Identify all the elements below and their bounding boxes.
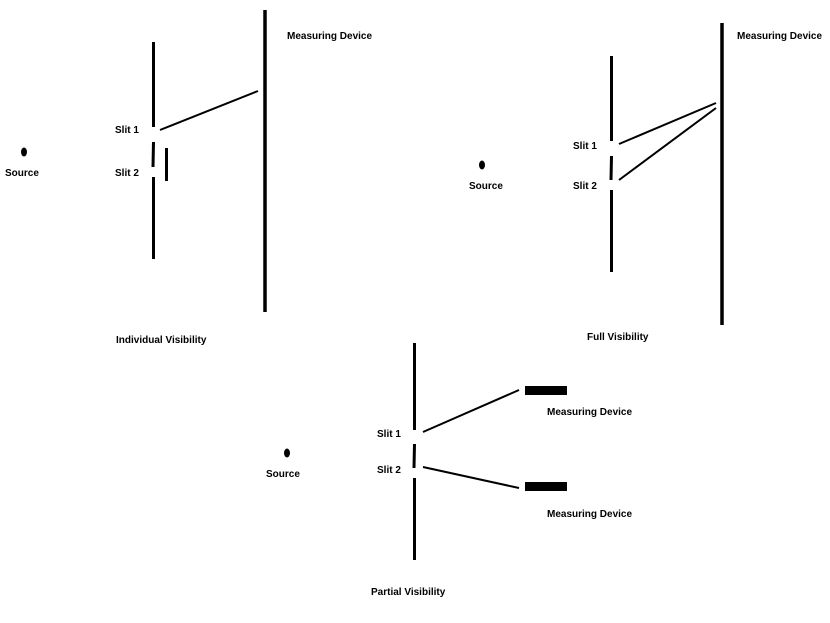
- slit1-label: Slit 1: [573, 141, 597, 152]
- barrier-middle-segment: [412, 443, 416, 469]
- slit1-label: Slit 1: [377, 429, 401, 440]
- panel-title: Full Visibility: [587, 332, 649, 343]
- panel-full-visibility: Source Slit 1 Slit 2 Measuring Device Fu…: [469, 23, 822, 343]
- panel-partial-visibility: Source Slit 1 Slit 2 Measuring Device Me…: [266, 343, 632, 598]
- slit2-label: Slit 2: [573, 181, 597, 192]
- source-label: Source: [469, 181, 503, 192]
- panel-title: Individual Visibility: [116, 335, 207, 346]
- barrier-middle-segment: [609, 155, 613, 181]
- slit2-label: Slit 2: [377, 465, 401, 476]
- measuring-device-lower: [525, 482, 567, 491]
- measuring-device-upper: [525, 386, 567, 395]
- source-dot: [21, 147, 27, 157]
- slit1-path: [422, 389, 520, 433]
- slit2-label: Slit 2: [115, 168, 139, 179]
- source-dot: [284, 448, 290, 458]
- panel-title: Partial Visibility: [371, 587, 446, 598]
- slit1-label: Slit 1: [115, 125, 139, 136]
- slit1-path: [618, 102, 717, 145]
- source-label: Source: [5, 168, 39, 179]
- barrier-middle-segment: [151, 141, 155, 168]
- slit2-path: [618, 107, 717, 181]
- measuring-device-label: Measuring Device: [287, 31, 372, 42]
- measuring-device-label: Measuring Device: [737, 31, 822, 42]
- slit2-path: [422, 466, 520, 489]
- source-dot: [479, 160, 485, 170]
- panel-individual-visibility: Source Slit 1 Slit 2 Measuring Device In…: [5, 10, 372, 346]
- measuring-device-lower-label: Measuring Device: [547, 509, 632, 520]
- slit1-path: [159, 90, 259, 131]
- source-label: Source: [266, 469, 300, 480]
- measuring-device-upper-label: Measuring Device: [547, 407, 632, 418]
